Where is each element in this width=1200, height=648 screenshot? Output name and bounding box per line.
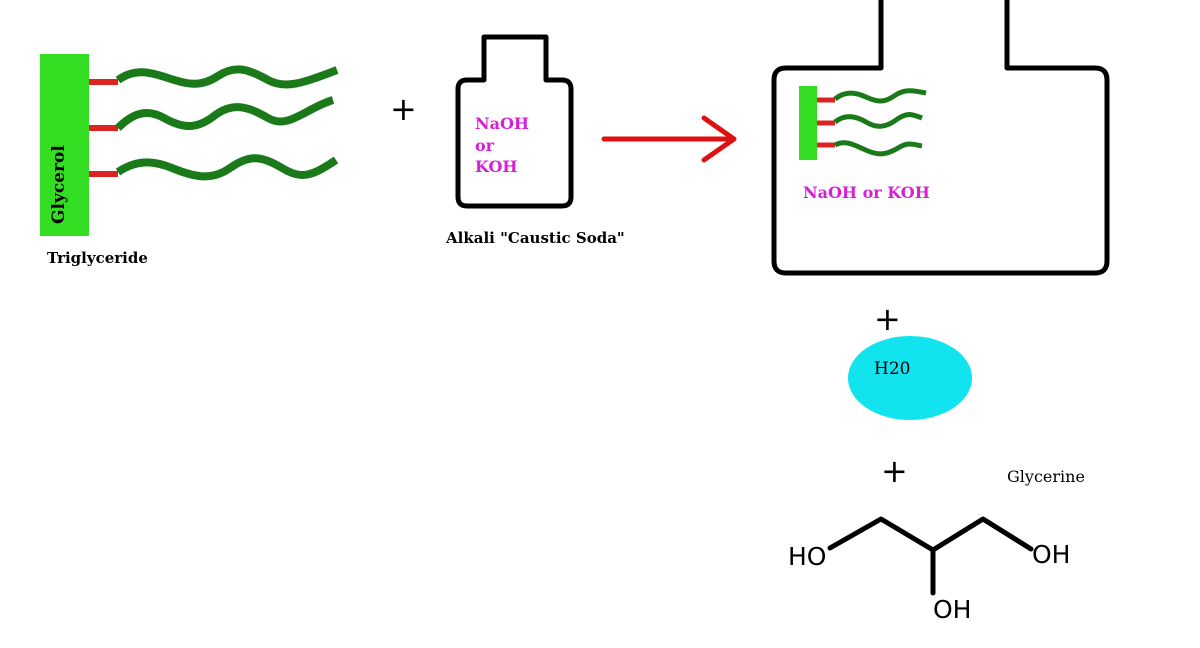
glycerine-oh-bottom: OH [933,595,971,624]
vessel-chain-3 [833,140,923,157]
alkali-caption: Alkali "Caustic Soda" [445,229,625,247]
bottle-label-naoh: NaOH [475,114,529,133]
plus-sign-3: + [881,452,908,490]
bottle-label-or: or [475,136,495,155]
vessel-chain-1 [833,88,927,104]
bottle-outline [455,34,574,209]
vessel-chain-2 [833,112,923,129]
fatty-acid-chain-3 [115,154,339,181]
water-blob [848,336,972,420]
glycerine-title: Glycerine [1007,467,1085,486]
water-label: H20 [874,359,910,379]
vessel-solution-label: NaOH or KOH [803,183,930,202]
triglyceride: Glycerol Triglyceride [40,54,339,267]
plus-sign-2: + [874,300,901,338]
reaction-arrow [601,115,737,163]
bottle-label-koh: KOH [475,157,518,176]
vessel-outline [771,0,1110,276]
alkali-bottle: NaOH or KOH Alkali "Caustic Soda" [445,34,625,247]
glycerol-label: Glycerol [49,145,69,224]
triglyceride-caption: Triglyceride [47,249,148,267]
glycerol-backbone [40,54,89,236]
water-molecule: H20 [848,336,972,420]
vessel-glycerol-backbone [799,86,817,160]
glycerine: Glycerine HO OH OH [788,467,1085,624]
glycerine-skeleton [827,516,1034,596]
plus-sign-1: + [390,90,417,128]
fatty-acid-chain-2 [115,96,335,131]
fatty-acid-chain-1 [115,65,339,89]
reaction-vessel: NaOH or KOH [771,0,1110,276]
glycerine-oh-left: HO [788,542,826,571]
glycerine-oh-right: OH [1032,540,1070,569]
